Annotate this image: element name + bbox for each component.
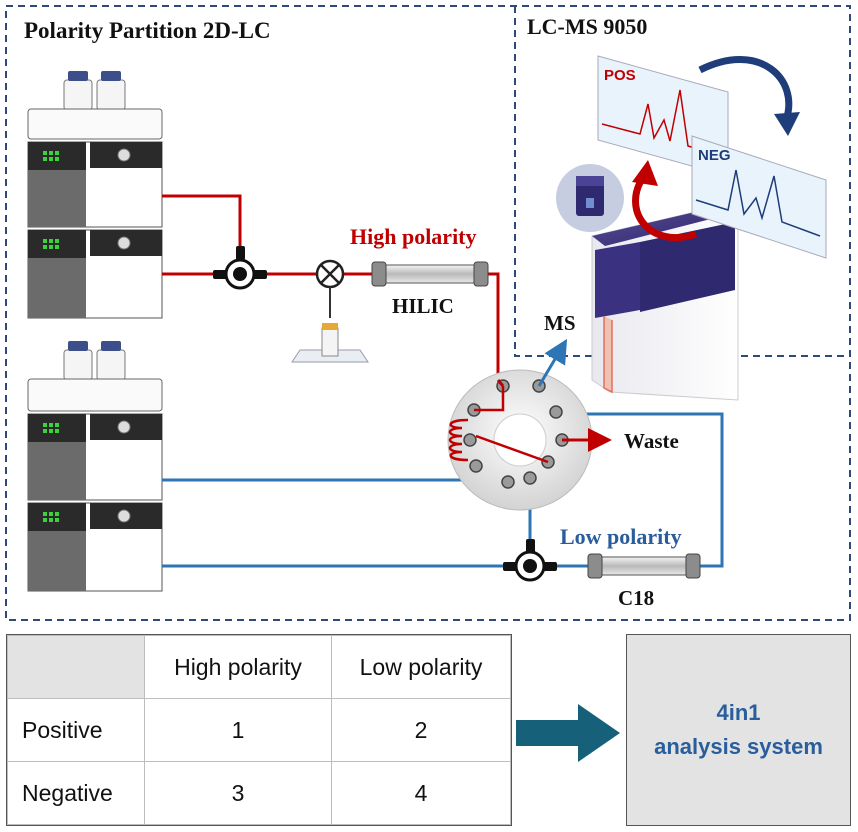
c18-label: C18	[618, 586, 654, 610]
table-row: Positive 1 2	[7, 698, 511, 762]
polarity-table: High polarity Low polarity Positive 1 2 …	[6, 634, 512, 826]
c18-column-icon	[587, 553, 701, 579]
result-box: 4in1 analysis system	[626, 634, 851, 826]
sample-vial-icon	[291, 323, 369, 363]
waste-label: Waste	[624, 429, 679, 453]
ms-label: MS	[544, 311, 576, 335]
high-polarity-label: High polarity	[350, 224, 477, 249]
table-header-low-polarity: Low polarity	[331, 635, 511, 699]
table-row-label: Negative	[7, 761, 145, 825]
ms-section-title: LC-MS 9050	[527, 14, 647, 39]
switching-valve-icon	[447, 369, 593, 511]
low-polarity-label: Low polarity	[560, 524, 682, 549]
hilic-column-icon	[371, 261, 489, 287]
neg-label: NEG	[698, 147, 731, 164]
table-header-high-polarity: High polarity	[144, 635, 332, 699]
table-row-label: Positive	[7, 698, 145, 762]
ms-arrow	[537, 338, 568, 387]
pos-label: POS	[604, 67, 636, 84]
solvent-bottle-icon	[63, 71, 126, 111]
result-arrow-icon	[516, 704, 620, 762]
tee-mixer-icon	[503, 539, 557, 582]
table-header-row: High polarity Low polarity	[7, 635, 511, 699]
table-cell: 3	[144, 761, 332, 825]
table-cell: 2	[331, 698, 511, 762]
lc-section-border	[5, 5, 851, 621]
ms-section-border	[514, 6, 850, 357]
lc-ms-diagram: Polarity Partition 2D-LC LC-MS 9050	[5, 5, 851, 621]
table-cell: 1	[144, 698, 332, 762]
injector-icon	[315, 259, 345, 318]
solvent-bottle-icon	[63, 341, 126, 381]
polarity-switch-arrows-icon	[632, 56, 800, 242]
table-corner-cell	[7, 635, 145, 699]
hplc-stack-bottom	[27, 341, 163, 592]
table-cell: 4	[331, 761, 511, 825]
mass-spectrometer-icon	[556, 164, 739, 401]
result-line-1: 4in1	[716, 700, 761, 725]
table-row: Negative 3 4	[7, 761, 511, 825]
neg-spectrum-panel: NEG	[691, 135, 827, 259]
tee-mixer-icon	[213, 246, 267, 290]
hilic-label: HILIC	[392, 294, 454, 318]
hplc-stack-top	[27, 71, 163, 319]
result-line-2: analysis system	[654, 734, 823, 759]
lc-section-title: Polarity Partition 2D-LC	[24, 18, 271, 43]
